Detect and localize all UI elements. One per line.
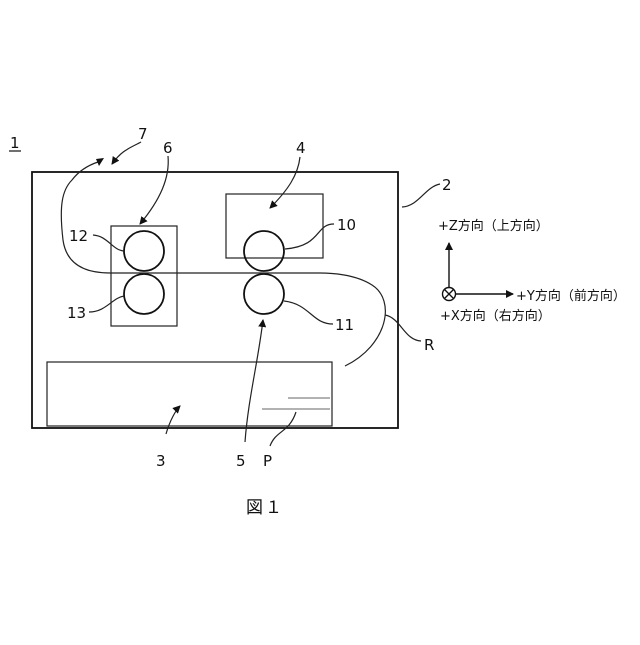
- roller-13: [124, 274, 164, 314]
- label-paper: P: [263, 452, 272, 470]
- leader-P: [270, 412, 296, 446]
- roller-unit-box: [111, 226, 177, 326]
- z-axis-label: +Z方向（上方向）: [438, 218, 549, 234]
- leader-2: [402, 184, 440, 207]
- figure-caption: 図１: [246, 498, 284, 518]
- label-housing: 2: [442, 176, 452, 194]
- x-axis-label: +X方向（右方向）: [440, 308, 551, 324]
- roller-12: [124, 231, 164, 271]
- label-roller-12: 12: [69, 227, 88, 245]
- leader-7: [112, 142, 141, 164]
- label-roller-11: 11: [335, 316, 354, 334]
- label-roller-unit: 6: [163, 139, 173, 157]
- leader-13: [89, 296, 124, 312]
- label-route: R: [424, 336, 434, 354]
- leader-11: [284, 301, 333, 324]
- leader-3: [166, 406, 180, 434]
- tray-box: [47, 362, 332, 426]
- leader-R: [385, 315, 421, 341]
- leader-4: [270, 157, 300, 208]
- label-roller-10: 10: [337, 216, 356, 234]
- label-upper-unit: 4: [296, 139, 306, 157]
- leader-12: [93, 235, 124, 251]
- y-axis-label: +Y方向（前方向）: [516, 288, 626, 304]
- leader-6: [140, 156, 168, 224]
- roller-11: [244, 274, 284, 314]
- label-roller-13: 13: [67, 304, 86, 322]
- label-path-pointer: 7: [138, 125, 148, 143]
- label-lower-pointer: 5: [236, 452, 246, 470]
- roller-10: [244, 231, 284, 271]
- label-tray: 3: [156, 452, 166, 470]
- housing-box: [32, 172, 398, 428]
- conveyance-route-line: [61, 162, 385, 366]
- label-device: 1: [10, 134, 20, 152]
- leader-5: [245, 320, 263, 442]
- leader-10: [285, 224, 334, 249]
